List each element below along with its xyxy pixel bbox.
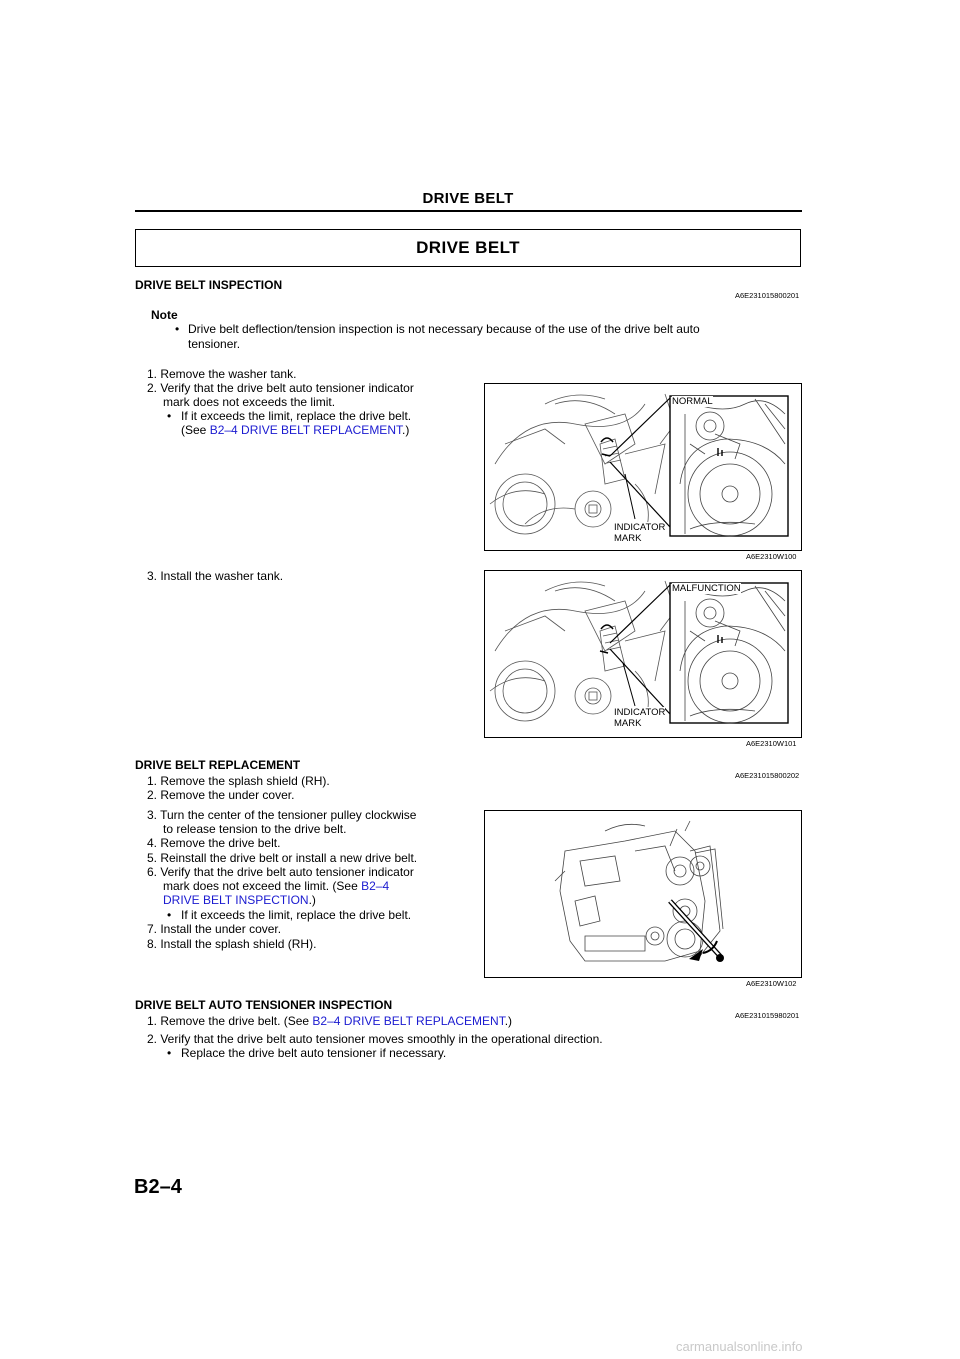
- page-number: B2–4: [134, 1176, 182, 1198]
- replacement-heading: DRIVE BELT REPLACEMENT: [135, 758, 301, 772]
- figure-2-code: A6E2310W101: [746, 739, 797, 748]
- watermark: carmanualsonline.info: [676, 1339, 803, 1354]
- auto-tensioner-code: A6E231015980201: [735, 1011, 800, 1020]
- replacement-step-3-line-2: to release tension to the drive belt.: [163, 822, 347, 836]
- inspection-heading: DRIVE BELT INSPECTION: [135, 278, 283, 292]
- section-title-box: DRIVE BELT: [135, 229, 801, 267]
- link-drive-belt-replacement-2[interactable]: B2–4 DRIVE BELT REPLACEMENT: [312, 1014, 505, 1028]
- link-drive-belt-inspection[interactable]: DRIVE BELT INSPECTION: [163, 893, 309, 907]
- auto-tensioner-bullet-icon: •: [167, 1046, 172, 1060]
- auto-tensioner-bullet-text: Replace the drive belt auto tensioner if…: [181, 1046, 447, 1060]
- figure-malfunction-indicator: [484, 570, 802, 738]
- figure-1-label-normal: NORMAL: [672, 396, 713, 407]
- inspection-bullet-text: If it exceeds the limit, replace the dri…: [181, 409, 412, 423]
- figure-engine-illustration: [554, 820, 724, 962]
- inspection-step-2-line-2: mark does not exceeds the limit.: [163, 395, 336, 409]
- figure-normal-illustration: [489, 393, 789, 537]
- inspection-step-3: 3. Install the washer tank.: [147, 569, 284, 583]
- note-text-line-1: Drive belt deflection/tension inspection…: [188, 322, 700, 336]
- replacement-step-4: 4. Remove the drive belt.: [147, 836, 281, 850]
- replacement-step-2: 2. Remove the under cover.: [147, 788, 295, 802]
- page-header-title: DRIVE BELT: [422, 190, 514, 207]
- replacement-step-1: 1. Remove the splash shield (RH).: [147, 774, 330, 788]
- auto-tensioner-heading: DRIVE BELT AUTO TENSIONER INSPECTION: [135, 998, 393, 1012]
- header-rule: [135, 210, 802, 212]
- replacement-code: A6E231015800202: [735, 771, 800, 780]
- inspection-code: A6E231015800201: [735, 291, 800, 300]
- replacement-bullet-icon: •: [167, 908, 172, 922]
- replacement-step-6-line-1: 6. Verify that the drive belt auto tensi…: [147, 865, 414, 879]
- replacement-step-3-line-1: 3. Turn the center of the tensioner pull…: [147, 808, 417, 822]
- auto-tensioner-step-1: 1. Remove the drive belt. (See B2–4 DRIV…: [147, 1014, 513, 1028]
- figure-2-label-malfunction: MALFUNCTION: [672, 583, 741, 594]
- replacement-step-5: 5. Reinstall the drive belt or install a…: [147, 851, 418, 865]
- replacement-step-6-line-2: mark does not exceed the limit. (See B2–…: [163, 879, 390, 893]
- replacement-step-6-line-3: DRIVE BELT INSPECTION.): [163, 893, 316, 907]
- figure-malfunction-illustration: [489, 580, 789, 724]
- replacement-step-7: 7. Install the under cover.: [147, 922, 282, 936]
- replacement-step-8: 8. Install the splash shield (RH).: [147, 937, 317, 951]
- inspection-step-2-line-1: 2. Verify that the drive belt auto tensi…: [147, 381, 414, 395]
- inspection-step-1: 1. Remove the washer tank.: [147, 367, 297, 381]
- figure-tensioner-release: [484, 810, 802, 978]
- replacement-bullet-text: If it exceeds the limit, replace the dri…: [181, 908, 412, 922]
- note-label: Note: [151, 308, 178, 322]
- link-b2-4[interactable]: B2–4: [361, 879, 390, 893]
- inspection-bullet-icon: •: [167, 409, 172, 423]
- note-bullet-1: •: [175, 322, 180, 336]
- figure-1-code: A6E2310W100: [746, 552, 797, 561]
- auto-tensioner-step-2: 2. Verify that the drive belt auto tensi…: [147, 1032, 603, 1046]
- note-text-line-2: tensioner.: [188, 337, 241, 351]
- figure-3-code: A6E2310W102: [746, 979, 797, 988]
- link-drive-belt-replacement[interactable]: B2–4 DRIVE BELT REPLACEMENT: [209, 423, 402, 437]
- inspection-see-reference: (See B2–4 DRIVE BELT REPLACEMENT.): [181, 423, 410, 437]
